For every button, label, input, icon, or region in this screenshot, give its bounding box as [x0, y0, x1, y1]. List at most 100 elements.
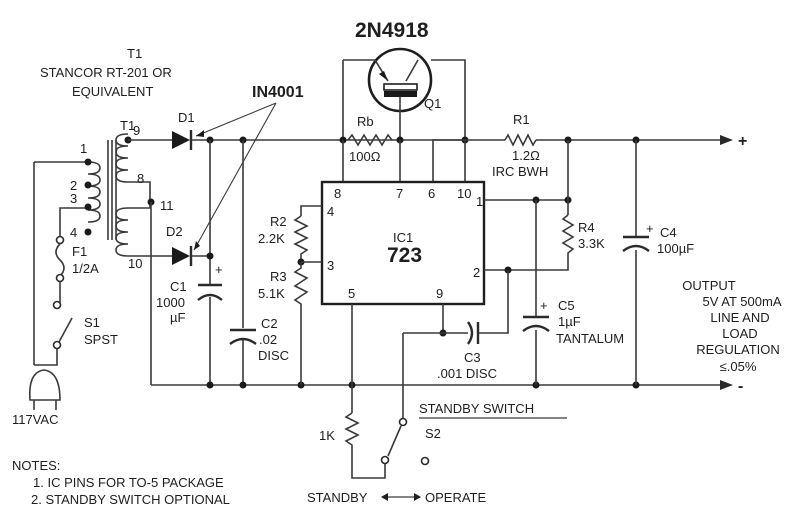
capacitor-c1 — [197, 283, 223, 301]
ic-pin-9: 9 — [436, 286, 443, 301]
rb-value: 100Ω — [349, 149, 381, 164]
resistor-rb — [347, 133, 393, 147]
ic-pin-10: 10 — [457, 186, 471, 201]
c4-ref: C4 — [660, 225, 677, 240]
resistor-r1 — [504, 133, 537, 147]
c5-ref: C5 — [558, 298, 575, 313]
fuse-ref: F1 — [72, 244, 87, 259]
capacitor-c3 — [467, 321, 480, 345]
s2-ref: S2 — [425, 426, 441, 441]
c2-value: .02 — [259, 332, 277, 347]
t1-pin-2: 2 — [70, 178, 77, 193]
d2-ref: D2 — [166, 224, 183, 239]
diode-d1 — [128, 130, 240, 150]
output-line-5: REGULATION — [696, 342, 780, 357]
fuse-f1 — [52, 207, 88, 310]
mains-label: 117VAC — [12, 412, 59, 427]
c2-ref: C2 — [261, 316, 278, 331]
t1-pin-3: 3 — [70, 191, 77, 206]
resistor-r3 — [293, 262, 309, 385]
r1-ref: R1 — [513, 112, 530, 127]
diode-d2 — [128, 246, 210, 266]
c1-ref: C1 — [170, 279, 187, 294]
t1-title-ref: T1 — [127, 46, 142, 61]
output-minus: - — [738, 378, 743, 395]
operate-label: OPERATE — [425, 490, 486, 505]
c5-polarity: + — [540, 298, 548, 313]
t1-pin-4: 4 — [70, 225, 77, 240]
output-line-4: LOAD — [722, 326, 757, 341]
transformer-t1 — [84, 133, 155, 257]
rb-ref: Rb — [357, 114, 374, 129]
c1-polarity: + — [215, 262, 223, 277]
t1-title-equivalent: EQUIVALENT — [72, 84, 153, 99]
c1-value-1: 1000 — [156, 295, 185, 310]
r4-value: 3.3K — [578, 236, 605, 251]
standby-label: STANDBY — [307, 490, 368, 505]
r3-value: 5.1K — [258, 286, 285, 301]
standby-switch-s2[interactable] — [380, 417, 430, 466]
pin6-wire — [432, 139, 465, 182]
rs-value: 1K — [319, 428, 335, 443]
output-spec: OUTPUT 5V AT 500mA LINE AND LOAD REGULAT… — [682, 278, 782, 374]
t1-pin-1: 1 — [80, 141, 87, 156]
capacitor-c4 — [622, 235, 650, 252]
capacitor-c2 — [229, 328, 257, 345]
mains-plug — [28, 161, 88, 410]
r2-value: 2.2K — [258, 231, 285, 246]
c4-polarity: + — [646, 221, 654, 236]
ic-part: 723 — [387, 244, 422, 267]
ic-pin-7: 7 — [396, 186, 403, 201]
capacitor-c5 — [522, 315, 550, 332]
ic-723-body — [320, 180, 486, 306]
ic-ref: IC1 — [393, 230, 413, 245]
ic-pin-4: 4 — [327, 204, 334, 219]
switch-s1 — [34, 317, 73, 366]
t1-pin-9: 9 — [133, 123, 140, 138]
c3-wire — [403, 270, 509, 334]
note-2: 2. STANDBY SWITCH OPTIONAL — [31, 492, 230, 507]
t1-title-part: STANCOR RT-201 OR — [40, 65, 172, 80]
s1-type: SPST — [84, 332, 118, 347]
ic-pin-5: 5 — [348, 286, 355, 301]
output-plus: + — [738, 133, 747, 150]
transistor-part-label: 2N4918 — [355, 19, 429, 42]
c1-value-2: µF — [170, 310, 185, 325]
r1-note: IRC BWH — [492, 164, 548, 179]
c2-type: DISC — [258, 348, 289, 363]
output-line-1: OUTPUT — [682, 278, 736, 293]
s1-ref: S1 — [84, 315, 100, 330]
output-line-3: LINE AND — [710, 310, 769, 325]
ic-pin-1: 1 — [476, 194, 483, 209]
c5-type: TANTALUM — [556, 331, 624, 346]
standby-switch-title: STANDBY SWITCH — [419, 401, 534, 416]
notes-heading: NOTES: — [12, 458, 60, 473]
d1-ref: D1 — [178, 110, 195, 125]
output-line-6: ≤.05% — [720, 359, 757, 374]
c4-value: 100µF — [657, 241, 694, 256]
diode-pointer-lines — [193, 102, 277, 251]
ic-pin-3: 3 — [327, 258, 334, 273]
q1-ref: Q1 — [424, 96, 441, 111]
r2-top-wire — [300, 205, 322, 216]
c3-value: .001 DISC — [437, 366, 497, 381]
ic-pin-6: 6 — [428, 186, 435, 201]
output-line-2: 5V AT 500mA — [702, 294, 781, 309]
r4-ref: R4 — [578, 220, 595, 235]
t1-pin-10: 10 — [128, 256, 142, 271]
diode-part-label: IN4001 — [252, 84, 304, 101]
r3-ref: R3 — [270, 269, 287, 284]
c3-ref: C3 — [464, 350, 481, 365]
c5-value: 1µF — [558, 314, 581, 329]
ic-pin-8: 8 — [334, 186, 341, 201]
transistor-q1 — [342, 47, 466, 140]
r1-value: 1.2Ω — [512, 148, 540, 163]
t1-pin-11: 11 — [160, 198, 174, 213]
ic-pin-2: 2 — [473, 265, 480, 280]
resistor-r4 — [484, 214, 575, 271]
resistor-r2 — [293, 215, 309, 262]
t1-pin-8: 8 — [137, 171, 144, 186]
t1-ref: T1 — [120, 118, 135, 133]
resistor-1k — [344, 412, 386, 479]
